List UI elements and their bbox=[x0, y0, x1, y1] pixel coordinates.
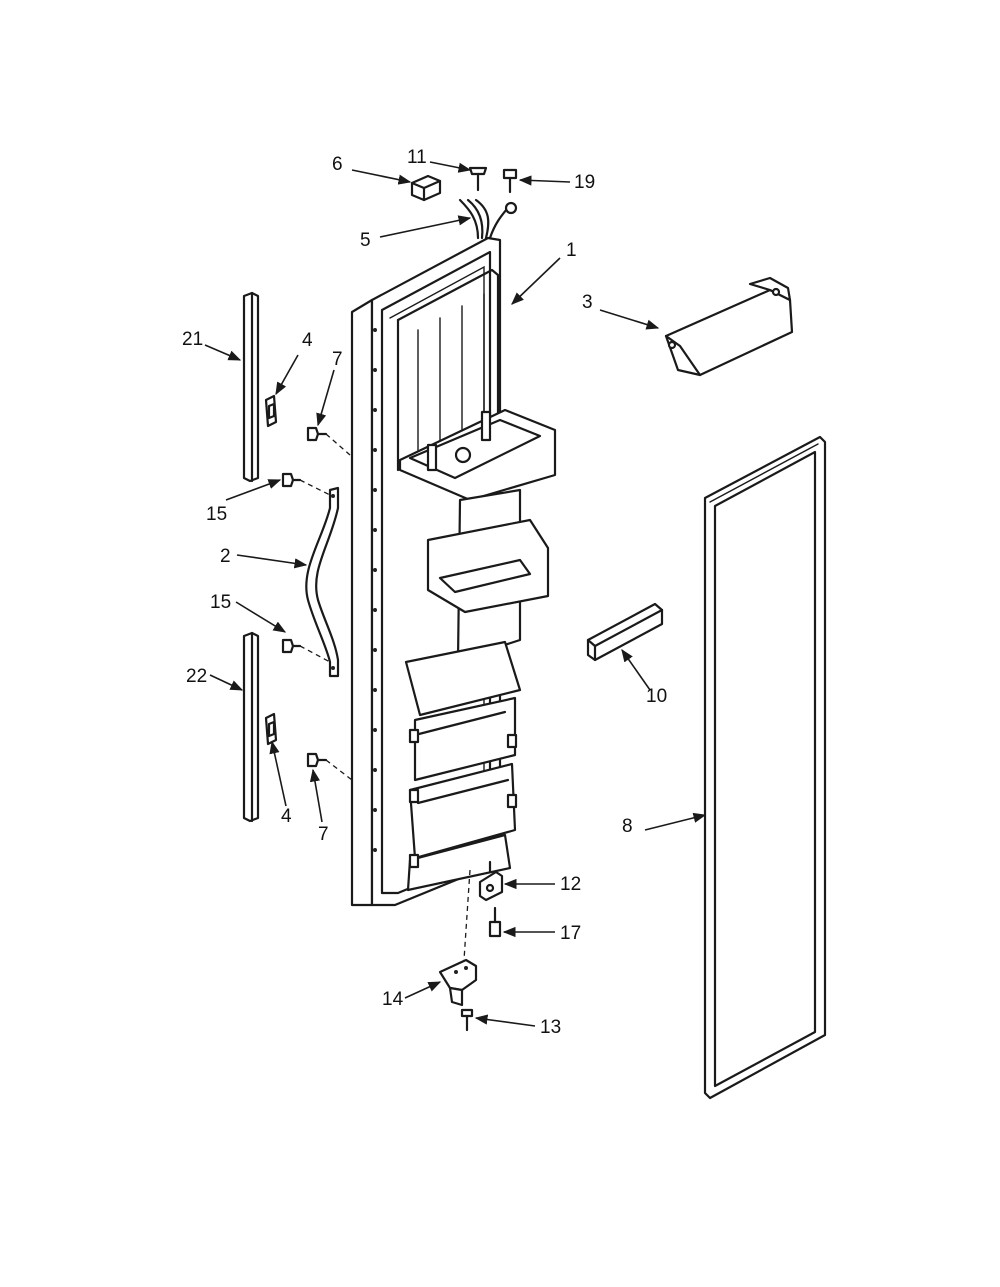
callout-8: 8 bbox=[622, 816, 633, 837]
screw-7-lower bbox=[306, 752, 328, 768]
callout-5: 5 bbox=[360, 230, 371, 251]
callout-7-upper: 7 bbox=[332, 349, 343, 370]
screw-11 bbox=[468, 166, 488, 192]
shelf-guide bbox=[586, 602, 664, 662]
screw-13 bbox=[460, 1008, 474, 1032]
door-panel bbox=[350, 236, 557, 907]
door-edge-holes bbox=[373, 328, 377, 852]
callout-11: 11 bbox=[407, 147, 427, 168]
trim-clip-upper bbox=[264, 394, 278, 428]
screw-7-upper bbox=[306, 426, 328, 442]
screw-19 bbox=[502, 168, 518, 194]
assembly-line-handle-bottom bbox=[299, 645, 331, 663]
callout-15-lower: 15 bbox=[210, 592, 231, 613]
hinge-bushing bbox=[478, 860, 504, 902]
callout-4-lower: 4 bbox=[281, 806, 292, 827]
trim-strip-upper bbox=[242, 291, 260, 483]
screw-17 bbox=[488, 906, 502, 938]
trim-clip-lower bbox=[264, 712, 278, 746]
door-gasket bbox=[703, 435, 827, 1100]
callout-3: 3 bbox=[582, 292, 593, 313]
wire-harness bbox=[458, 198, 518, 240]
callout-6: 6 bbox=[332, 154, 343, 175]
callout-17: 17 bbox=[560, 923, 581, 944]
assembly-line-lower bbox=[325, 759, 353, 781]
leader-lines bbox=[204, 161, 707, 1027]
callout-13: 13 bbox=[540, 1017, 561, 1038]
hinge-axis-line bbox=[463, 869, 471, 961]
callout-12: 12 bbox=[560, 874, 581, 895]
connector-plug bbox=[410, 174, 442, 202]
callout-19: 19 bbox=[574, 172, 595, 193]
callout-21: 21 bbox=[182, 329, 203, 350]
screw-15-upper bbox=[281, 472, 302, 488]
callout-2: 2 bbox=[220, 546, 231, 567]
hinge-bracket bbox=[438, 958, 478, 1007]
callout-7-lower: 7 bbox=[318, 824, 329, 845]
callout-15-upper: 15 bbox=[206, 504, 227, 525]
door-handle bbox=[305, 486, 340, 678]
assembly-line-upper bbox=[325, 433, 351, 456]
callout-22: 22 bbox=[186, 666, 207, 687]
callout-4-upper: 4 bbox=[302, 330, 313, 351]
callout-1: 1 bbox=[566, 240, 577, 261]
trim-strip-lower bbox=[242, 631, 260, 823]
callout-14: 14 bbox=[382, 989, 404, 1010]
screw-15-lower bbox=[281, 638, 302, 654]
assembly-line-handle-top bbox=[299, 479, 331, 496]
callout-10: 10 bbox=[646, 686, 667, 707]
door-shelf-rail bbox=[664, 276, 794, 377]
